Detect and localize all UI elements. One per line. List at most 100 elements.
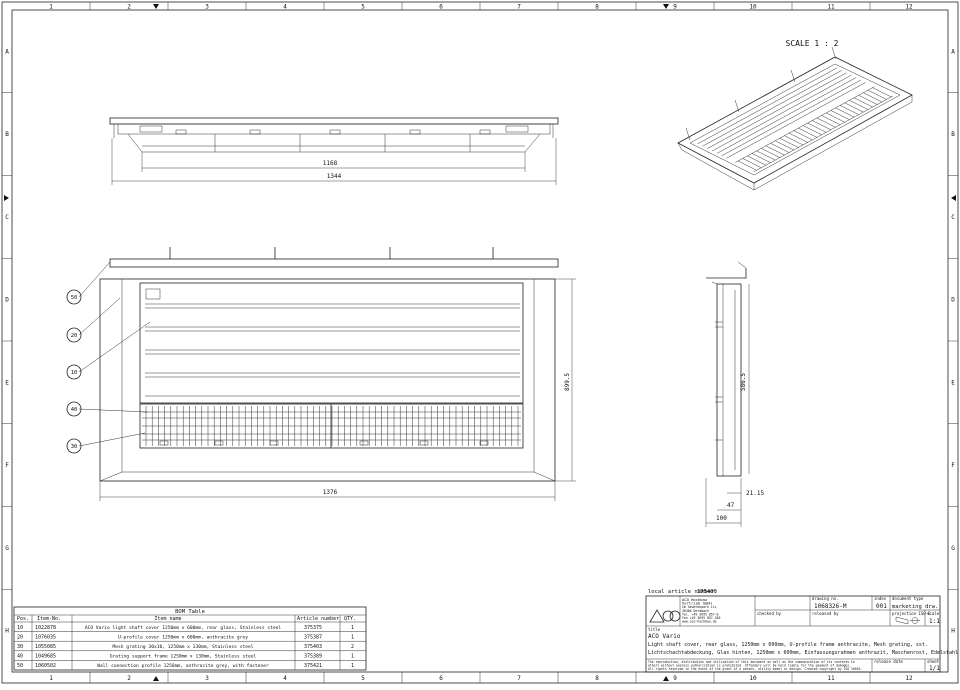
dim-front-width: 1376 <box>323 489 338 496</box>
company-line-3: 36466 Dermbach <box>682 609 709 613</box>
bom-row-2-qty: 2 <box>351 644 354 650</box>
bom-header-article-number: Article number <box>297 616 339 622</box>
grid-row-right-A: A <box>951 48 955 55</box>
bom-row-0-item-no: 1022878 <box>35 625 56 631</box>
dim-side-d3: 100 <box>716 515 727 522</box>
grid-col-bottom-5: 5 <box>361 675 365 682</box>
grid-row-left-B: B <box>5 131 9 138</box>
side-view: 586.5 21.15 47 100 <box>705 261 764 527</box>
legal-line-0: The reproduction, distribution and utili… <box>648 660 855 664</box>
local-article-label: local article number: <box>648 589 718 595</box>
bom-row-3-pos: 40 <box>17 654 23 660</box>
bom-title: BOM Table <box>175 609 205 615</box>
grid-col-top-9: 9 <box>673 4 677 11</box>
company-line-4: Tel. +49 3695 857-0 <box>682 612 719 616</box>
grid-col-bottom-1: 1 <box>49 675 53 682</box>
grid-col-top-7: 7 <box>517 4 521 11</box>
legal-line-2: All rights reserved in the event of the … <box>648 667 862 671</box>
grid-col-top-3: 3 <box>205 4 209 11</box>
grid-col-bottom-7: 7 <box>517 675 521 682</box>
company-line-6: www.aco-hochbau.de <box>682 620 717 624</box>
grid-row-right-C: C <box>951 214 955 221</box>
wall-connection-profile <box>109 258 559 268</box>
grid-col-bottom-6: 6 <box>439 675 443 682</box>
balloon-30 <box>66 438 82 454</box>
grid-row-right-G: G <box>951 545 955 552</box>
title-label: title <box>648 627 661 632</box>
sheet-value: 1/1 <box>929 665 940 672</box>
drawing-no: 1068326-M <box>814 603 847 610</box>
dim-side-d1: 21.15 <box>746 490 764 497</box>
doc-type-label: document type <box>892 596 924 601</box>
bom-header-pos: Pos. <box>17 616 29 622</box>
grid-col-bottom-8: 8 <box>595 675 599 682</box>
legal-notice: The reproduction, distribution and utili… <box>648 660 862 671</box>
sheet-label: sheet <box>927 659 940 664</box>
top-view: 1168 1344 <box>109 117 559 185</box>
glass-cover <box>139 282 524 404</box>
balloon-label-50: 50 <box>71 295 78 301</box>
dim-top-inner: 1168 <box>323 160 338 167</box>
projection-icon <box>895 616 920 625</box>
bom-row-4-item-name: Wall connection profile 1250mm, anthraci… <box>97 663 269 669</box>
balloon-10 <box>66 364 82 380</box>
isometric-view: SCALE 1 : 2 <box>677 39 913 191</box>
grid-row-right-H: H <box>951 628 955 635</box>
grid-col-bottom-12: 12 <box>905 675 913 682</box>
bom-row-4-article: 375421 <box>304 663 322 669</box>
grid-row-right-D: D <box>951 297 955 304</box>
bom-row-1-item-no: 1076035 <box>35 634 56 640</box>
bom-row-0-article: 375375 <box>304 625 322 631</box>
bom-row-0-pos: 10 <box>17 625 23 631</box>
grid-row-left-A: A <box>5 48 9 55</box>
drawing-no-label: drawing no. <box>812 596 839 601</box>
bom-row-1-article: 375387 <box>304 634 322 640</box>
bom-row-3-article: 375389 <box>304 654 322 660</box>
company-line-5: Fax +49 3695 857-180 <box>682 616 720 620</box>
release-date-label: release date <box>874 659 903 664</box>
doc-type: marketing drw. <box>892 604 938 610</box>
grid-col-top-6: 6 <box>439 4 443 11</box>
bom-row-4-item-no: 1060502 <box>35 663 56 669</box>
top-view-lid <box>109 117 559 125</box>
dim-front-height: 899.5 <box>564 373 571 391</box>
scale-field-label: scale <box>927 611 940 616</box>
bom-header-item-no: Item-No. <box>37 616 61 622</box>
scale-label: SCALE 1 : 2 <box>786 39 839 48</box>
balloon-label-20: 20 <box>71 333 78 339</box>
bom-header-item-name: Item name <box>154 616 181 622</box>
grid-col-bottom-4: 4 <box>283 675 287 682</box>
company-line-1: Vertrieb GmbH <box>682 601 712 606</box>
grid-col-top-5: 5 <box>361 4 365 11</box>
bom-row-1-pos: 20 <box>17 634 23 640</box>
aco-logo <box>649 609 681 623</box>
grid-col-top-1: 1 <box>49 4 53 11</box>
dim-side-height: 586.5 <box>740 373 747 391</box>
balloon-label-10: 10 <box>71 370 78 376</box>
grid-row-left-G: G <box>5 545 9 552</box>
grid-col-bottom-9: 9 <box>673 675 677 682</box>
bom-row-4-qty: 1 <box>351 663 354 669</box>
index-label: index <box>874 596 887 601</box>
grid-row-right-E: E <box>951 379 955 386</box>
frame-outer <box>99 278 556 482</box>
company-line-2: Im Gewerbepark 11c <box>682 605 717 609</box>
description-en: Light shaft cover, rear glass, 1250mm x … <box>648 642 928 648</box>
bom-row-3-item-name: Grating support frame 1250mm x 130mm, St… <box>110 654 257 660</box>
mesh-grid <box>142 406 521 446</box>
top-view-body <box>117 123 551 135</box>
bom-row-3-qty: 1 <box>351 654 354 660</box>
grid-row-right-F: F <box>951 462 955 469</box>
title-block: local article number: 375400 ACO Hochbau… <box>645 589 958 673</box>
grid-col-top-11: 11 <box>827 4 835 11</box>
description-de: Lichtschachtabdeckung, Glas hinten, 1250… <box>648 650 958 656</box>
bom-row-1-qty: 1 <box>351 634 354 640</box>
bom-header-qty: QTY. <box>344 616 356 622</box>
balloon-label-40: 40 <box>71 407 78 413</box>
grid-col-bottom-3: 3 <box>205 675 209 682</box>
